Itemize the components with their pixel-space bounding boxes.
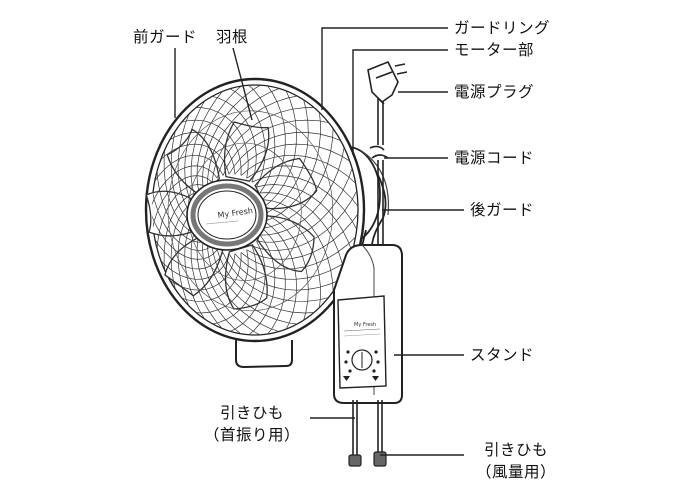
guard-wire [196, 228, 245, 335]
guard-wire [216, 249, 318, 314]
fan-blade [223, 121, 270, 182]
pull-cord-swing-handle [348, 454, 362, 467]
guard-wire [264, 87, 297, 207]
guard-wire [152, 154, 224, 186]
label-front-guard: 前ガード [133, 28, 198, 46]
leader-blade [232, 47, 253, 121]
stand-body [333, 244, 403, 404]
guard-wire [211, 245, 302, 325]
guard-wire [264, 206, 321, 312]
guard-wire [262, 85, 286, 200]
guard-wire [152, 165, 218, 210]
guard-wire [163, 192, 205, 277]
guard-wire [251, 187, 358, 251]
label-pull-cord-swing: 引きひも （首振り用） [196, 404, 308, 444]
guard-wire [234, 253, 353, 280]
guard-wire [166, 132, 236, 175]
guard-wire [208, 95, 257, 183]
center-badge: My Fresh [186, 179, 268, 251]
label-power-plug: 電源プラグ [454, 83, 535, 101]
guard-wire [156, 184, 208, 256]
guard-wire [157, 143, 230, 175]
guard-wire [240, 234, 358, 270]
label-stand: スタンド [470, 346, 535, 364]
leader-guard-ring [321, 27, 448, 110]
front-guard-wires [152, 85, 358, 335]
pull-cord-speed [377, 400, 383, 452]
guard-wire [202, 235, 264, 335]
control-panel: My Fresh [343, 322, 381, 381]
guard-wire [152, 175, 213, 233]
leader-lines [174, 27, 464, 456]
label-guard-ring: ガードリング [454, 19, 551, 37]
guard-wire [222, 252, 333, 302]
label-pull-cord-speed: 引きひも （風量用） [466, 441, 566, 481]
guard-wire [177, 119, 242, 176]
leader-motor [352, 49, 448, 155]
guard-wire [228, 253, 344, 291]
guard-wire [262, 199, 334, 296]
guard-wire [256, 164, 354, 243]
pull-cord-speed-handle [373, 451, 387, 467]
label-rear-guard: 後ガード [470, 201, 535, 219]
label-blade: 羽根 [216, 28, 249, 46]
pull-cord-swing [352, 400, 358, 455]
label-motor: モーター部 [454, 41, 535, 59]
guard-ring-wire [167, 110, 334, 312]
guard-wire [259, 143, 346, 236]
panel-brand-text: My Fresh [354, 322, 376, 328]
label-power-cord: 電源コード [454, 149, 535, 167]
guard-wire [192, 107, 249, 179]
power-cord [369, 96, 389, 245]
label-pull-cord-speed-line2: （風量用） [475, 463, 556, 481]
guard-wire [207, 240, 284, 334]
guard-wire [226, 86, 266, 188]
label-pull-cord-swing-line2: （首振り用） [203, 426, 300, 444]
label-pull-cord-swing-line1: 引きひも [219, 404, 284, 422]
label-pull-cord-speed-line1: 引きひも [483, 441, 548, 459]
guard-wire [262, 124, 334, 229]
power-plug [367, 60, 408, 105]
guard-wire [245, 85, 276, 194]
guard-wire [246, 210, 358, 260]
